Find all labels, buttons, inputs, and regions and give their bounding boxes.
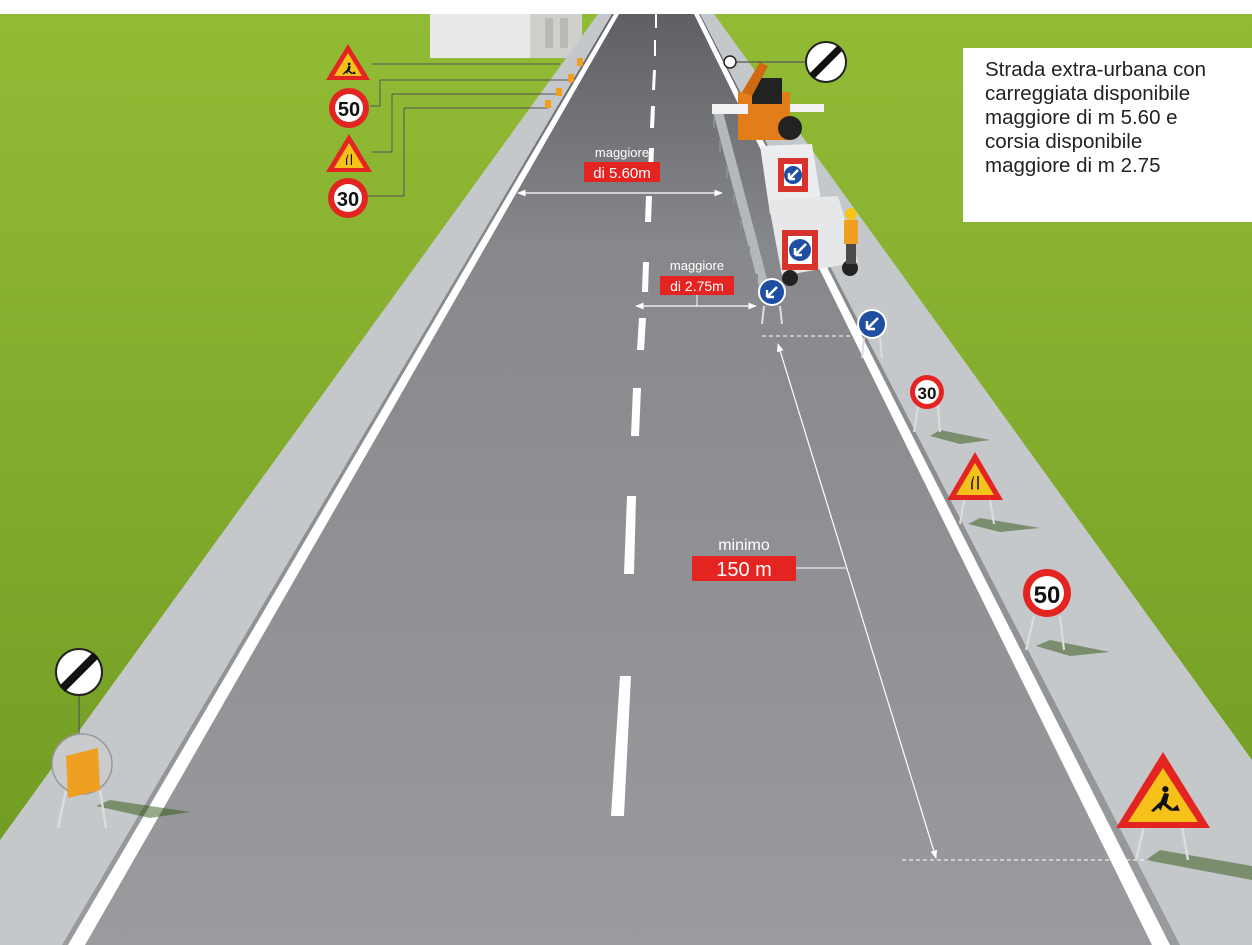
lane-label: maggiore [670,258,724,273]
caption-line: maggiore di m 2.75 [985,154,1252,178]
caption-line: corsia disponibile [985,130,1252,154]
caption-line: Strada extra-urbana con [985,58,1252,82]
speed-limit-30-label: 30 [337,189,359,211]
distance-label: minimo [718,537,770,554]
caption-line: carreggiata disponibile [985,82,1252,106]
speed-limit-30-small: 30 [328,178,368,218]
caption-line: maggiore di m 5.60 e [985,106,1252,130]
speed-limit-50-label: 50 [338,99,360,121]
lane-value: di 2.75m [670,278,724,294]
carriageway-value: di 5.60m [593,165,651,182]
worker [844,208,858,264]
caption-box: Strada extra-urbana con carreggiata disp… [963,48,1252,222]
roadside-30-label: 30 [918,384,937,403]
distance-value: 150 m [716,559,772,581]
speed-limit-50-small: 50 [329,88,369,128]
carriageway-label: maggiore [595,145,649,160]
roadside-50-label: 50 [1034,582,1061,609]
sky [0,0,1252,14]
